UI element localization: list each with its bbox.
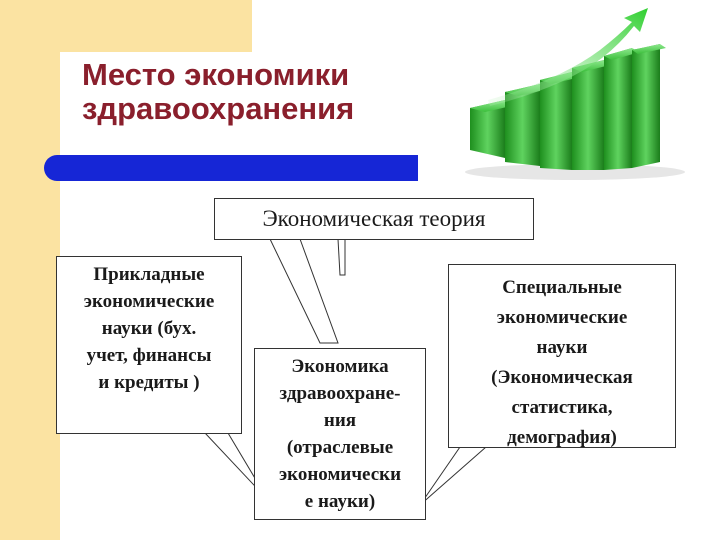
applied-sciences-box: Прикладные экономические науки (бух. уче… [56, 256, 242, 434]
special-line: экономические [496, 307, 628, 328]
special-pointer [419, 446, 488, 506]
applied-line: Прикладные [93, 264, 205, 285]
theory-pointer [269, 238, 346, 344]
special-line: статистика, [511, 397, 613, 418]
applied-line: экономические [83, 291, 215, 312]
health-line: экономически [278, 464, 402, 485]
applied-line: учет, финансы [86, 345, 212, 366]
health-economics-box: Экономика здравоохране- ния (отраслевые … [254, 348, 426, 520]
health-line: Экономика [291, 356, 389, 377]
title-line-1: Место экономики [82, 57, 350, 92]
special-line: (Экономическая [491, 367, 633, 388]
applied-line: и кредиты ) [98, 372, 200, 393]
title-line-2: здравоохранения [82, 91, 355, 126]
special-line: Специальные [502, 277, 622, 298]
slide-title: Место экономики здравоохранения [82, 58, 442, 126]
health-line: (отраслевые [286, 437, 394, 458]
health-line: здравоохране- [279, 383, 401, 404]
health-line: ния [323, 410, 357, 431]
special-line: демография) [507, 427, 617, 448]
health-line: е науки) [304, 491, 376, 512]
applied-line: науки (бух. [101, 318, 197, 339]
economic-theory-label: Экономическая теория [262, 206, 486, 231]
special-line: науки [536, 337, 588, 358]
special-sciences-box: Специальные экономические науки (Экономи… [448, 264, 676, 448]
economic-theory-box: Экономическая теория [214, 198, 534, 240]
title-accent-bar [44, 155, 418, 181]
growth-chart-icon [465, 8, 685, 180]
